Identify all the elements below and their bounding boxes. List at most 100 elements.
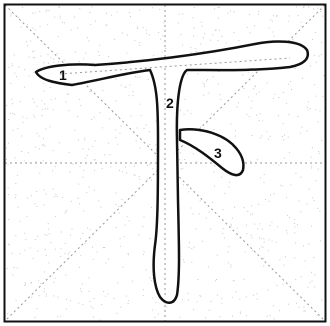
speckle [79,61,80,62]
speckle [179,14,180,15]
speckle [149,144,150,145]
speckle [274,318,275,319]
speckle [252,237,253,238]
speckle [219,316,220,317]
stroke-number-1: 1 [59,67,67,83]
speckle [191,47,192,48]
speckle [65,213,66,214]
speckle [232,316,233,317]
speckle [66,309,67,310]
speckle [182,299,183,300]
speckle [139,179,140,180]
speckle [320,11,321,12]
speckle [262,121,263,122]
speckle [276,242,277,243]
speckle [77,27,78,28]
speckle [80,105,81,106]
speckle [265,199,266,200]
speckle [120,307,121,308]
speckle [138,234,139,235]
speckle [263,265,264,266]
speckle [300,211,301,212]
speckle [10,83,11,84]
speckle [78,303,79,304]
speckle [149,277,150,278]
speckle [182,14,183,15]
speckle [113,298,114,299]
speckle [21,27,22,28]
speckle [121,85,122,86]
speckle [99,112,100,113]
speckle [270,315,271,316]
speckle [268,250,269,251]
speckle [116,227,117,228]
speckle [221,298,222,299]
speckle [34,102,35,103]
speckle [46,255,47,256]
speckle [18,67,19,68]
speckle [46,296,47,297]
speckle [55,194,56,195]
speckle [83,211,84,212]
speckle [129,12,130,13]
speckle [190,208,191,209]
speckle [182,45,183,46]
speckle [193,153,194,154]
speckle [308,101,309,102]
speckle [43,144,44,145]
speckle [274,193,275,194]
speckle [149,164,150,165]
speckle [78,140,79,141]
speckle [44,204,45,205]
speckle [244,88,245,89]
speckle [315,32,316,33]
speckle [134,163,135,164]
speckle [44,291,45,292]
speckle [65,211,66,212]
speckle [192,17,193,18]
speckle [188,184,189,185]
stroke-number-3: 3 [214,145,222,161]
speckle [206,80,207,81]
speckle [24,285,25,286]
speckle [97,251,98,252]
speckle [259,92,260,93]
speckle [179,317,180,318]
speckle [256,293,257,294]
speckle [278,115,279,116]
speckle [82,284,83,285]
speckle [267,290,268,291]
speckle [257,299,258,300]
speckle [200,200,201,201]
speckle [101,207,102,208]
speckle [200,127,201,128]
speckle [106,13,107,14]
speckle [92,247,93,248]
speckle [53,109,54,110]
speckle [8,187,9,188]
speckle [39,295,40,296]
speckle [89,12,90,13]
speckle [204,84,205,85]
speckle [32,28,33,29]
speckle [228,262,229,263]
speckle [304,307,305,308]
speckle [290,81,291,82]
speckle [294,219,295,220]
speckle [128,253,129,254]
speckle [116,79,117,80]
speckle [44,234,45,235]
speckle [122,33,123,34]
speckle [200,296,201,297]
speckle [228,187,229,188]
speckle [308,7,309,8]
speckle [221,177,222,178]
speckle [162,35,163,36]
speckle [209,310,210,311]
speckle [224,238,225,239]
speckle [319,211,320,212]
speckle [282,136,283,137]
speckle [24,233,25,234]
speckle [179,159,180,160]
